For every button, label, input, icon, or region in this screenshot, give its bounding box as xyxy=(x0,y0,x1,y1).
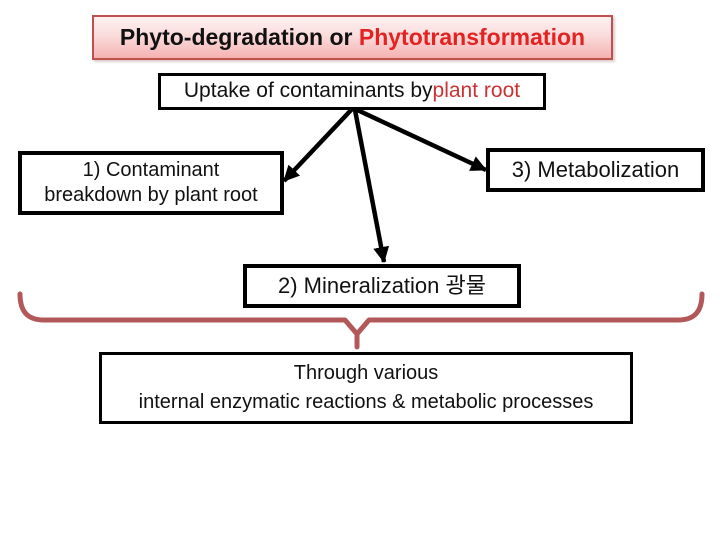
arrow-uptake-to-contaminant xyxy=(282,106,355,183)
uptake-text-black: Uptake of contaminants by xyxy=(183,79,433,103)
node-mineralization: 2) Mineralization 광물 xyxy=(243,264,521,308)
mineralization-label: 2) Mineralization 광물 xyxy=(278,273,486,299)
summary-line1: Through various xyxy=(293,362,439,384)
arrow-uptake-to-mineralization xyxy=(352,109,390,263)
title-text-red: Phytotransformation xyxy=(358,24,586,50)
uptake-text-red: plant root xyxy=(432,79,521,103)
node-uptake: Uptake of contaminants by plant root xyxy=(158,73,546,110)
contaminant-line2: breakdown by plant root xyxy=(44,184,258,206)
arrow-uptake-to-metabolization xyxy=(352,105,487,173)
metabolization-label: 3) Metabolization xyxy=(511,157,680,183)
node-metabolization: 3) Metabolization xyxy=(486,148,705,192)
node-summary: Through various internal enzymatic react… xyxy=(99,352,633,424)
title-text: Phyto-degradation or Phytotransformation xyxy=(120,24,585,51)
summary-line2: internal enzymatic reactions & metabolic… xyxy=(138,391,594,413)
title-text-black: Phyto-degradation or xyxy=(119,24,359,50)
contaminant-line1: 1) Contaminant xyxy=(82,159,220,181)
node-contaminant-breakdown: 1) Contaminant breakdown by plant root xyxy=(18,151,284,215)
title-banner: Phyto-degradation or Phytotransformation xyxy=(92,15,613,60)
